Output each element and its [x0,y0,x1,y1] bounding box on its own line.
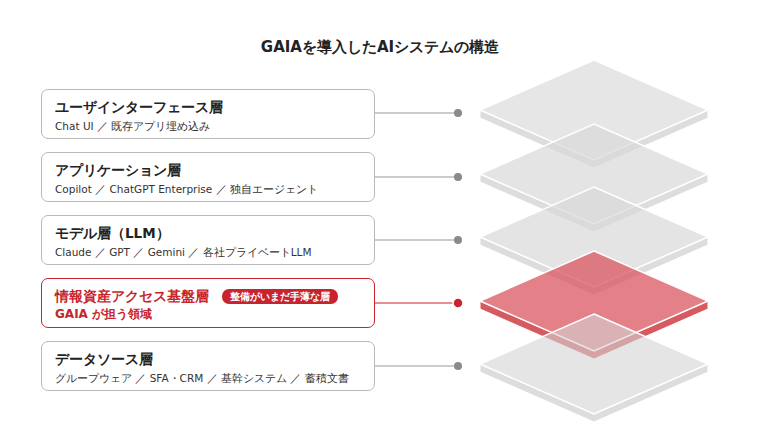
leader-lines [375,113,458,366]
layer-title: ユーザインターフェース層 [55,99,223,117]
layer-box: モデル層（LLM） Claude ／ GPT ／ Gemini ／ 各社プライベー… [41,215,375,265]
layer-title: データソース層 [55,351,153,369]
layer-title: 情報資産アクセス基盤層 [55,288,209,306]
layer-detail: グループウェア ／ SFA・CRM ／ 基幹システム ／ 蓄積文書 [55,372,349,386]
plate-5 [480,314,708,422]
status-badge: 整備がいまだ手薄な層 [222,289,338,304]
diagram-title: GAIAを導入したAIシステムの構造 [0,38,760,57]
layer-box: データソース層グループウェア ／ SFA・CRM ／ 基幹システム ／ 蓄積文書 [41,341,375,391]
layer-detail: GAIA が担う領域 [55,306,152,323]
layer-title: アプリケーション層 [55,162,181,180]
layer-box: アプリケーション層 Copilot ／ ChatGPT Enterprise ／ … [41,152,375,202]
layer-detail: Copilot ／ ChatGPT Enterprise ／ 独自エージェント [55,183,318,197]
layer-detail: Claude ／ GPT ／ Gemini ／ 各社プライベートLLM [55,246,311,260]
badge-text: 整備がいまだ手薄な層 [230,289,330,304]
leader-dots [453,109,463,370]
layer-title: モデル層（LLM） [55,225,170,243]
layer-detail: Chat UI ／ 既存アプリ埋め込み [55,120,210,134]
layer-box: ユーザインターフェース層 Chat UI ／ 既存アプリ埋め込み [41,89,375,139]
layer-box: 情報資産アクセス基盤層GAIA が担う領域 整備がいまだ手薄な層 [41,278,375,328]
